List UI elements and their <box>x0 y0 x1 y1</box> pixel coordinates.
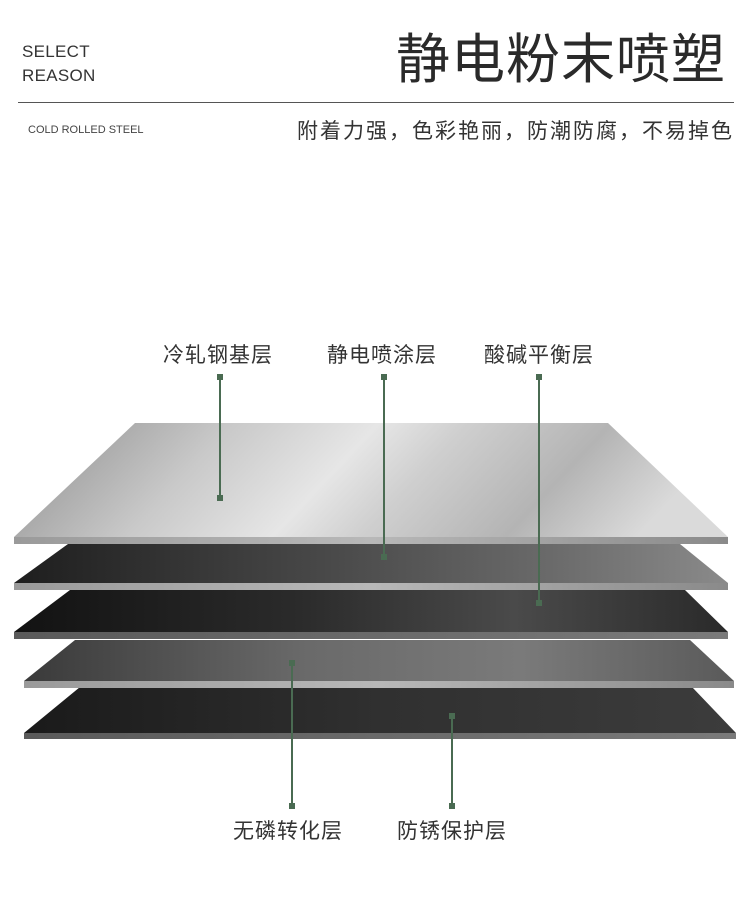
select-reason-line2: REASON <box>22 66 96 85</box>
layer-acid-base <box>14 590 728 639</box>
layer-anti-rust <box>24 687 736 739</box>
leader-lines <box>217 374 542 809</box>
label-conversion: 无磷转化层 <box>233 819 343 843</box>
layer-electrostatic <box>14 544 728 590</box>
label-electrostatic: 静电喷涂层 <box>327 343 437 367</box>
label-cold-rolled-steel: 冷轧钢基层 <box>163 343 273 367</box>
leader-anti-rust <box>449 713 455 809</box>
layer-conversion <box>24 640 734 688</box>
label-acid-base: 酸碱平衡层 <box>484 343 594 367</box>
material-english-label: COLD ROLLED STEEL <box>28 124 144 136</box>
label-anti-rust: 防锈保护层 <box>397 819 507 843</box>
feature-subtitle: 附着力强，色彩艳丽，防潮防腐，不易掉色 <box>297 119 734 143</box>
leader-conversion <box>289 660 295 809</box>
select-reason-line1: SELECT <box>22 42 90 61</box>
page-title: 静电粉末喷塑 <box>396 28 726 91</box>
leader-cold-rolled-steel <box>217 374 223 501</box>
leader-acid-base <box>536 374 542 606</box>
header-divider <box>18 102 734 103</box>
leader-electrostatic <box>381 374 387 560</box>
select-reason-heading: SELECT REASON <box>22 40 96 88</box>
layer-cold-rolled-steel <box>14 423 728 544</box>
